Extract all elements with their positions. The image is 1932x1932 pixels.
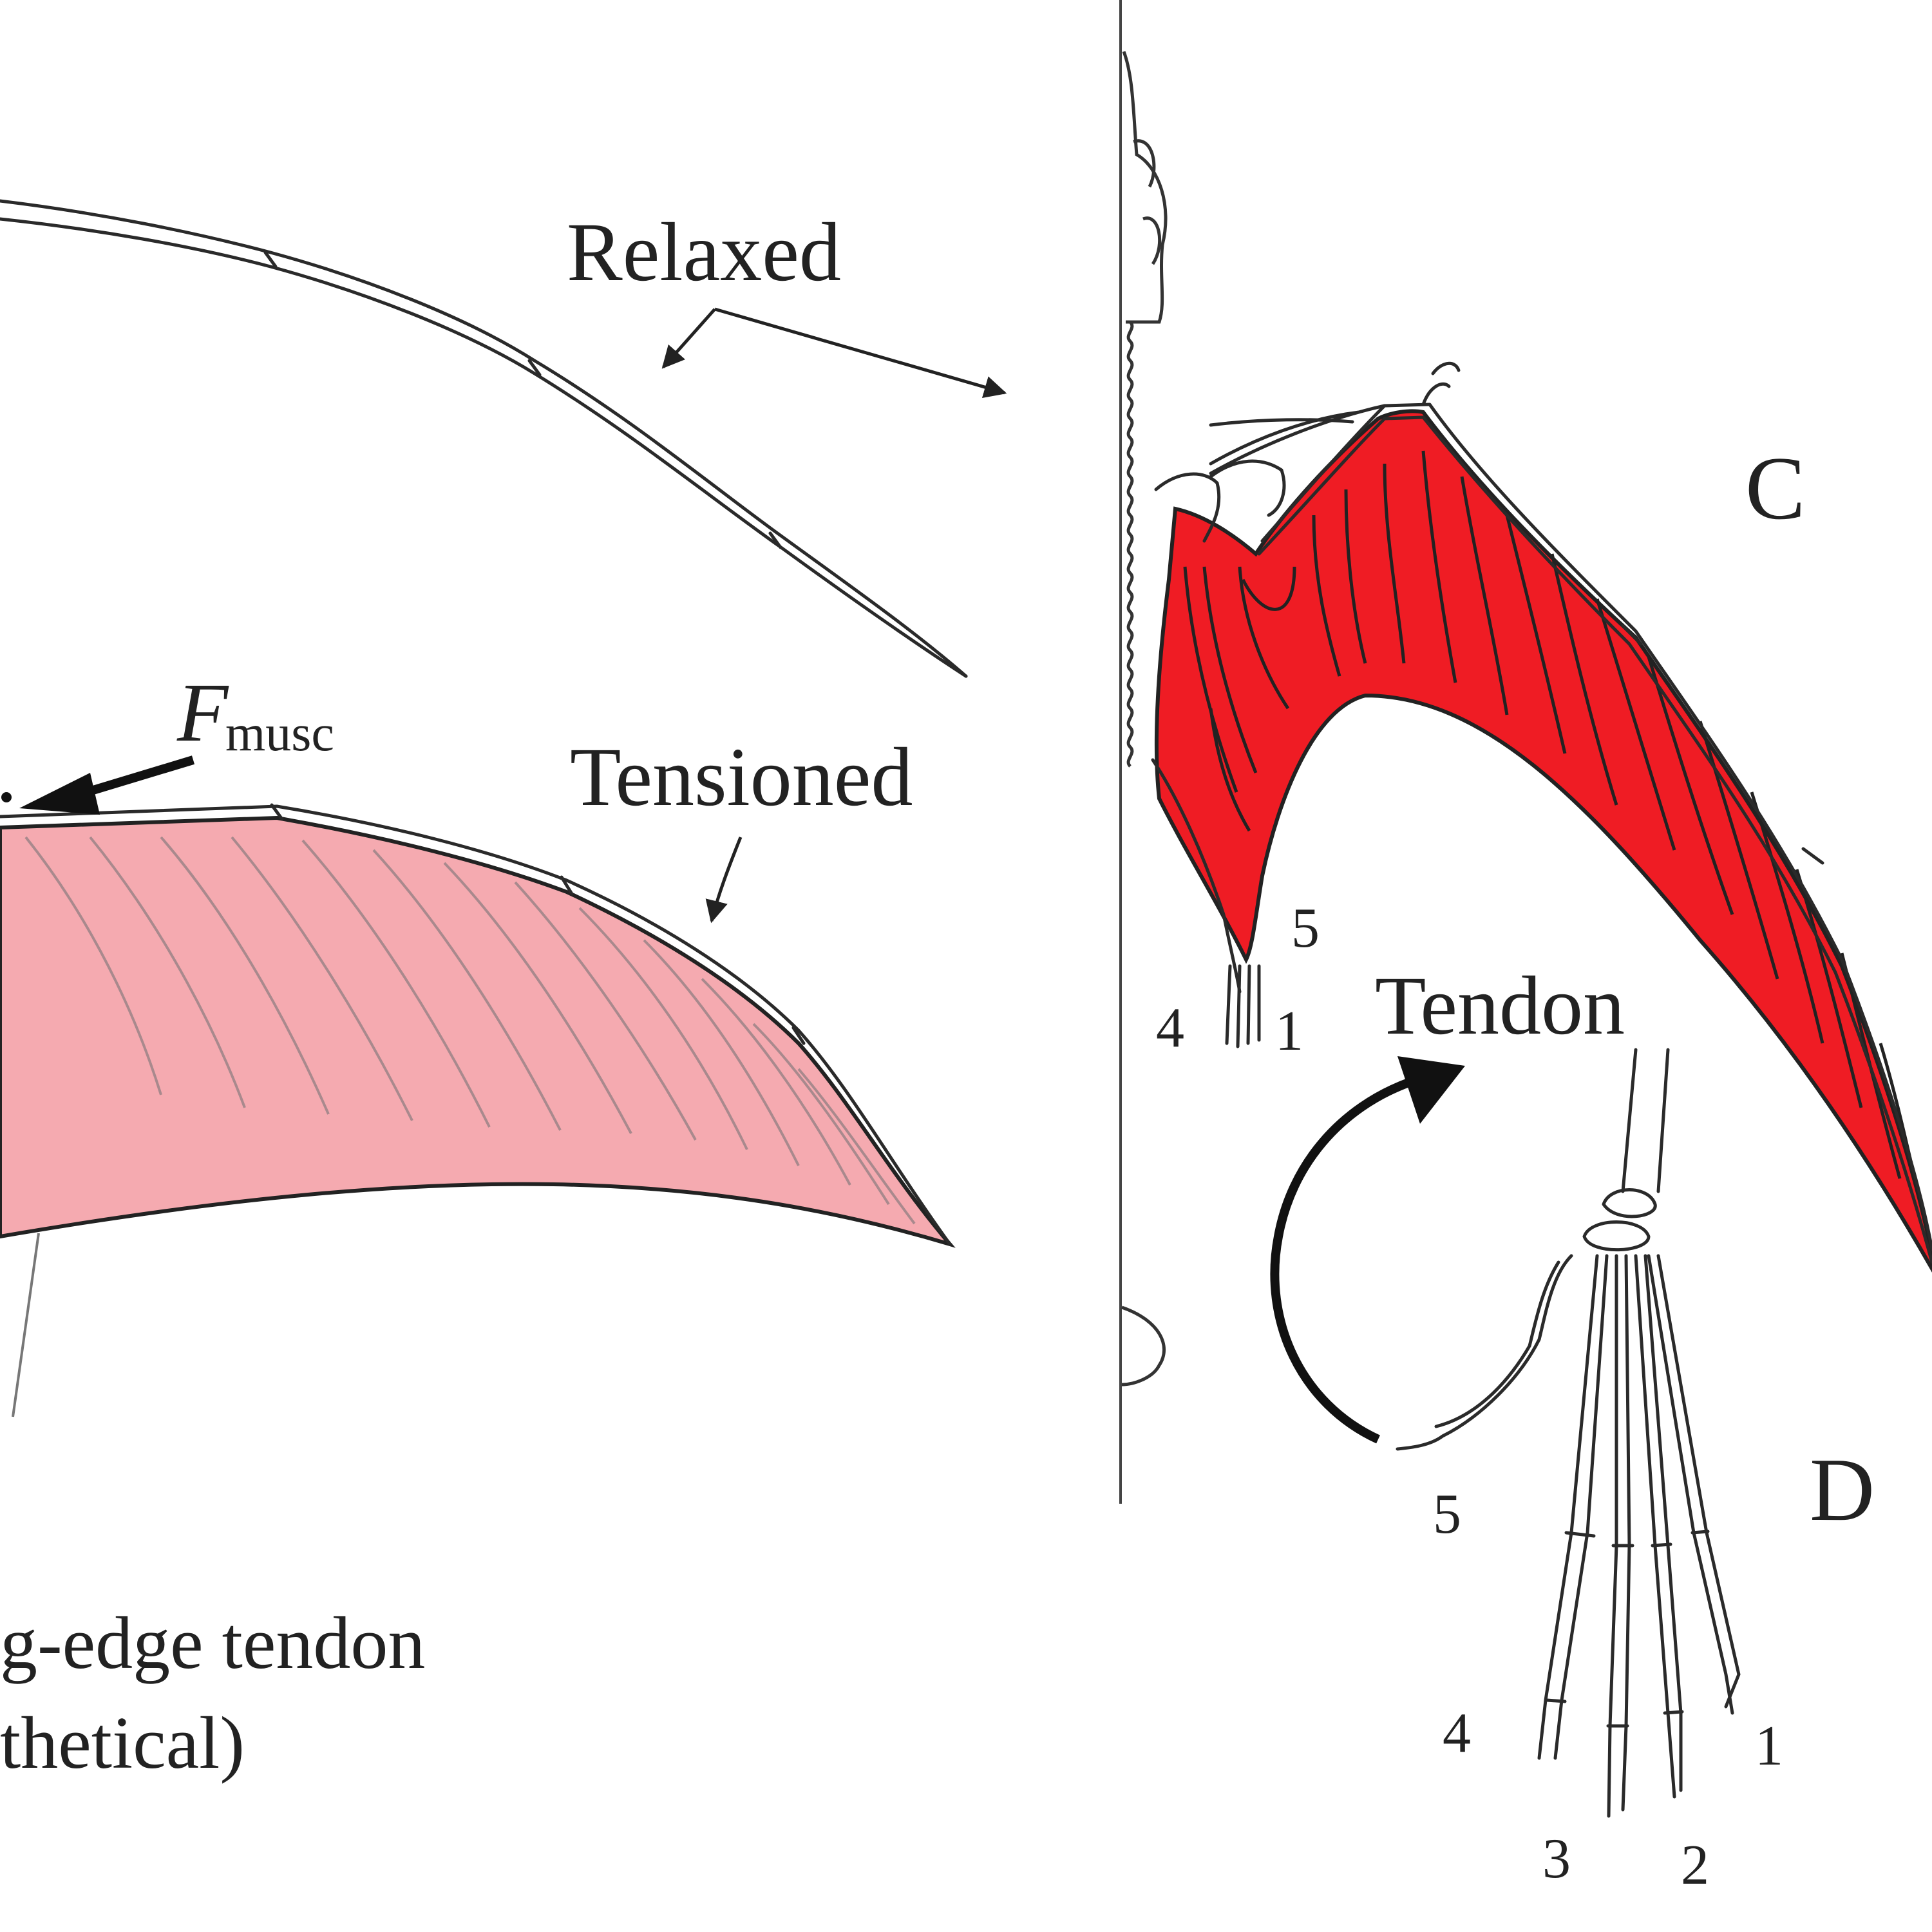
caption-line-1: g-edge tendon	[0, 1602, 425, 1685]
relaxed-label: Relaxed	[567, 206, 841, 299]
muscle-fibers	[1183, 450, 1927, 1224]
d-digit-3: 3	[1542, 1828, 1571, 1890]
tensioned-wing	[0, 803, 956, 1417]
caption-line-2: thetical)	[0, 1702, 245, 1785]
force-subscript: musc	[225, 705, 334, 762]
d-digit-2: 2	[1681, 1834, 1709, 1897]
relaxed-wing-finger	[0, 199, 968, 678]
force-label: F	[176, 667, 229, 759]
d-digit-1: 1	[1755, 1715, 1783, 1777]
tendon-label: Tendon	[1375, 960, 1625, 1052]
c-digit-1: 1	[1275, 1000, 1303, 1063]
c-digit-5: 5	[1291, 897, 1320, 960]
panel-c-label: C	[1745, 439, 1805, 538]
panel-d-label: D	[1810, 1440, 1875, 1540]
tensioned-fibers	[24, 836, 916, 1225]
force-arrow	[1, 755, 195, 815]
tensioned-membrane	[0, 815, 956, 1248]
d-digit-4: 4	[1443, 1702, 1471, 1765]
muscle-wing	[1151, 361, 1932, 1273]
foot-skeleton	[1396, 1048, 1741, 1818]
tensioned-arrow	[705, 837, 743, 923]
tendon-arrow	[1270, 1056, 1465, 1444]
relaxed-arrows	[661, 307, 1007, 399]
trailing-edge-tendon-line	[12, 1233, 40, 1417]
body-outline	[1121, 51, 1168, 1387]
tensioned-label: Tensioned	[570, 731, 913, 824]
d-digit-5: 5	[1433, 1483, 1461, 1546]
muscle-membrane	[1154, 409, 1932, 1273]
c-digit-4: 4	[1156, 997, 1184, 1059]
